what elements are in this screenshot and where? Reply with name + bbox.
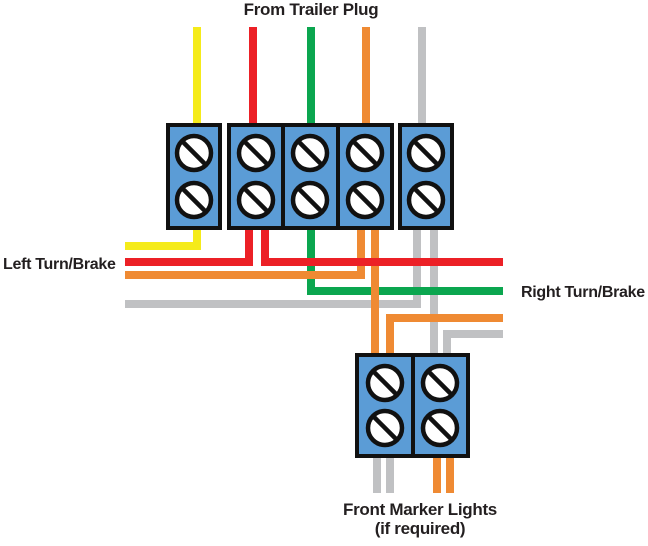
wire-green-incoming <box>307 27 315 123</box>
label-front-marker-lights: Front Marker Lights (if required) <box>320 500 520 538</box>
screw-icon <box>174 180 214 219</box>
wire-yellow-incoming <box>193 27 201 123</box>
terminal-cell <box>170 127 218 226</box>
wire-gray-left-run <box>125 300 421 308</box>
terminal-block-main-5 <box>398 123 454 230</box>
screw-icon <box>291 180 330 219</box>
wire-orange-right-elbow <box>386 314 394 353</box>
label-left-turn-brake: Left Turn/Brake <box>3 256 116 273</box>
terminal-cell <box>402 127 450 226</box>
screw-icon <box>174 134 214 173</box>
title-from-trailer-plug: From Trailer Plug <box>243 0 379 19</box>
wire-green-right-run <box>307 287 503 295</box>
terminal-cell <box>359 357 411 454</box>
wire-red-left-run <box>125 258 253 266</box>
wire-yellow-drop <box>193 230 201 250</box>
wire-red-incoming <box>249 27 257 123</box>
wire-gray-incoming <box>418 27 426 123</box>
wire-orange-incoming <box>362 27 370 123</box>
terminal-cell <box>410 357 467 454</box>
wire-orange-left-drop <box>357 230 365 279</box>
terminal-cell <box>335 127 390 226</box>
wire-red-right-run <box>261 258 503 266</box>
wire-orange-marker-out-2 <box>446 458 454 493</box>
label-front-marker-line1: Front Marker Lights <box>343 500 497 519</box>
wire-gray-right-elbow <box>443 330 451 353</box>
screw-icon <box>365 409 404 448</box>
terminal-block-main-234 <box>227 123 394 230</box>
terminal-block-main-1 <box>166 123 222 230</box>
screw-icon <box>406 180 446 219</box>
screw-icon <box>345 180 385 219</box>
wire-gray-right-run <box>443 330 503 338</box>
wire-orange-to-marker <box>371 230 379 353</box>
screw-icon <box>345 134 385 173</box>
terminal-block-front-marker <box>355 353 470 458</box>
wire-gray-left-drop <box>413 230 421 308</box>
wire-orange-right-run <box>386 314 503 322</box>
wire-orange-marker-out-1 <box>433 458 441 493</box>
screw-icon <box>365 363 404 402</box>
wire-gray-marker-out-1 <box>373 458 381 493</box>
wire-yellow-left-run <box>125 242 201 250</box>
label-front-marker-line2: (if required) <box>374 519 466 538</box>
label-right-turn-brake: Right Turn/Brake <box>521 284 645 301</box>
screw-icon <box>236 134 276 173</box>
screw-icon <box>406 134 446 173</box>
screw-icon <box>236 180 276 219</box>
screw-icon <box>421 409 460 448</box>
terminal-cell <box>281 127 335 226</box>
wire-orange-left-run <box>125 271 365 279</box>
wire-red-left-drop <box>245 230 253 266</box>
screw-icon <box>291 134 330 173</box>
terminal-cell <box>231 127 281 226</box>
wire-gray-marker-out-2 <box>386 458 394 493</box>
wire-red-right-drop <box>261 230 269 266</box>
screw-icon <box>421 363 460 402</box>
